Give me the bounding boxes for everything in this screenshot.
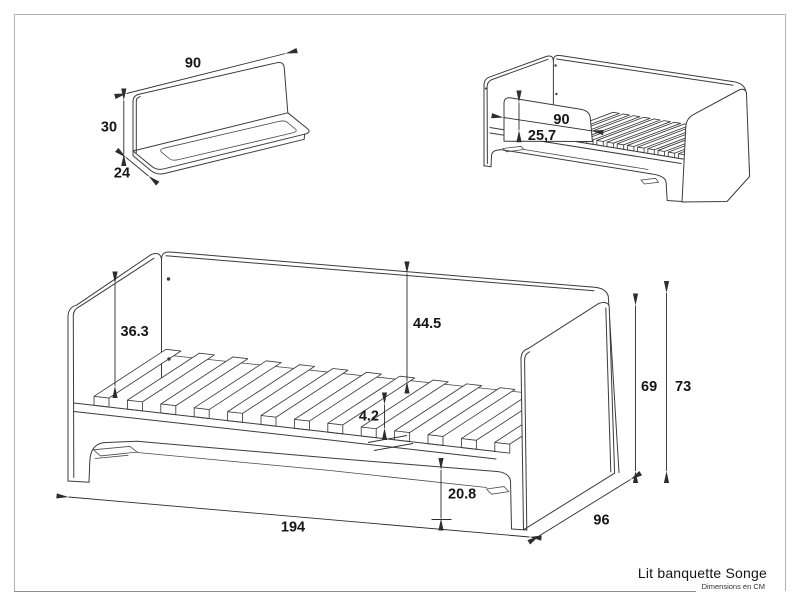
rear-foot-left: [502, 145, 525, 153]
drawing-units-note: Dimensions en CM: [695, 582, 767, 593]
rail-fold-line: [132, 112, 289, 152]
guard-rail-part-view: 90 30 24: [101, 48, 310, 186]
end-panel: [520, 302, 616, 531]
page-border-bottom: [14, 591, 697, 592]
rear-foot-left-edge: [94, 454, 129, 459]
leg-arch-left: [483, 149, 501, 168]
slat-thickness-leader: [367, 435, 414, 451]
leg-arch-left: [67, 440, 138, 483]
dim-label-panel-height: 36.3: [121, 324, 149, 340]
rail-top-edge: [73, 402, 497, 452]
rear-foot-right: [640, 177, 660, 185]
dim-arrow-part-depth: [115, 147, 160, 186]
dim-arrow-depth: [527, 470, 643, 545]
dim-label-total-height: 73: [675, 379, 691, 395]
rail-flange-inset-line: [160, 120, 297, 161]
bed-assembly-view: 90 25,7: [483, 54, 751, 203]
dim-arrow-length: [56, 493, 542, 541]
backrest-edge-line: [165, 255, 595, 292]
end-panel-edge-line: [524, 351, 531, 531]
dim-label-clearance: 20.8: [448, 487, 476, 503]
end-panel: [681, 88, 751, 203]
backrest-outline: [161, 251, 620, 473]
leg-arch-right: [496, 471, 512, 529]
head-panel-edge-line: [72, 257, 155, 478]
screw-dot: [554, 64, 557, 67]
drawing-title: Lit banquette Songe: [637, 565, 767, 581]
label-backing: [548, 110, 575, 123]
dim-label-rail-height: 25,7: [528, 128, 556, 144]
dim-arrow-part-width: [114, 48, 298, 99]
head-panel-outline: [483, 55, 554, 167]
dim-label-part-width: 90: [185, 56, 201, 72]
dim-label-part-height: 30: [101, 120, 117, 136]
rear-apron-line: [523, 149, 649, 170]
rear-apron-line: [136, 452, 487, 488]
dim-label-side-height: 69: [641, 379, 657, 395]
dim-label-rail-width: 90: [553, 112, 569, 128]
rail-panel-edge-line: [135, 96, 141, 153]
bed-main-view: 36.3 44.5 69 73 4.2 20.8 194 96: [56, 251, 691, 545]
screw-dot: [167, 357, 171, 361]
dim-label-length: 194: [281, 520, 305, 536]
rail-panel-outline: [132, 61, 289, 155]
end-panel-back-edge: [605, 307, 612, 473]
screw-dot: [166, 277, 171, 281]
rear-foot-left: [92, 445, 139, 457]
slat-group: [93, 348, 583, 454]
backrest-edge-line: [556, 58, 734, 86]
screw-dot: [484, 87, 487, 90]
dim-label-part-depth: 24: [114, 166, 130, 182]
apron-bottom-edge: [499, 149, 683, 202]
head-panel-edge-line: [486, 58, 549, 164]
backrest-outline: [552, 54, 751, 177]
page-border-frame: [14, 14, 786, 591]
rear-foot-right: [485, 486, 510, 495]
head-panel-outline: [67, 253, 162, 482]
dim-label-depth: 96: [593, 513, 609, 529]
dim-label-slat-thickness: 4.2: [359, 409, 379, 425]
dim-label-backrest-height: 44.5: [413, 316, 441, 332]
screw-dot: [555, 92, 558, 96]
rail-lower-edge: [73, 411, 497, 460]
